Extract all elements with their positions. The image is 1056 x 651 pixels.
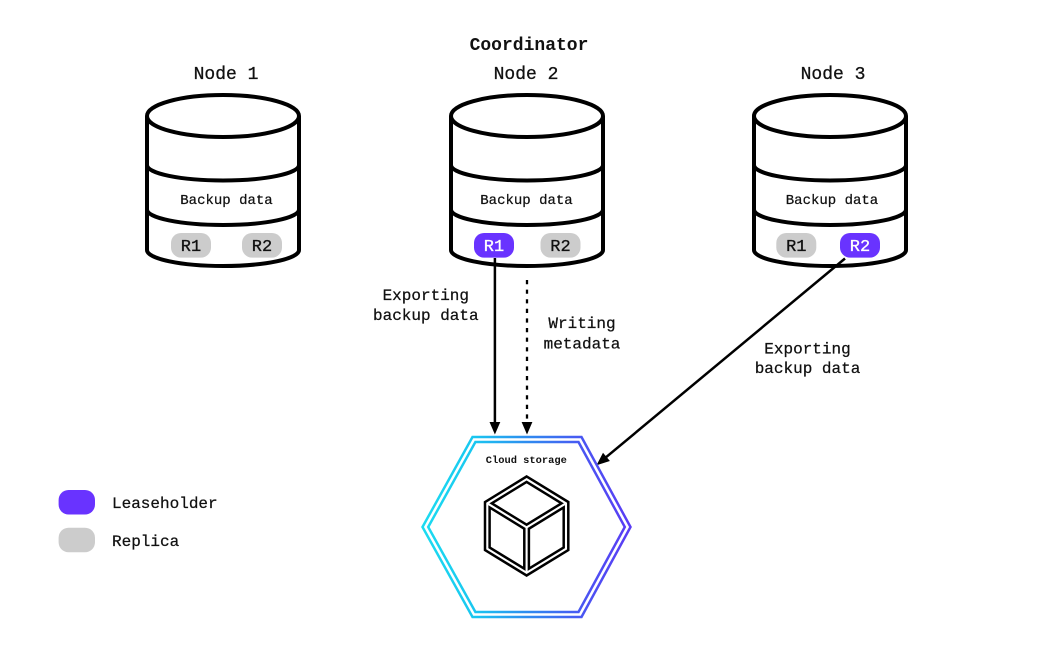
svg-text:Node 2: Node 2 [494, 65, 559, 85]
svg-text:metadata: metadata [544, 336, 621, 354]
svg-text:R1: R1 [786, 238, 806, 257]
svg-text:Coordinator: Coordinator [470, 36, 589, 56]
svg-text:Writing: Writing [548, 315, 615, 333]
svg-text:Backup data: Backup data [480, 193, 572, 209]
svg-text:R2: R2 [850, 238, 870, 257]
svg-text:R2: R2 [550, 238, 570, 257]
svg-text:Exporting: Exporting [764, 341, 850, 359]
svg-text:backup data: backup data [755, 360, 861, 378]
svg-text:Exporting: Exporting [383, 287, 469, 305]
svg-text:Backup data: Backup data [786, 193, 878, 209]
svg-text:R1: R1 [484, 238, 504, 257]
svg-text:R2: R2 [252, 238, 272, 257]
svg-text:Leaseholder: Leaseholder [112, 495, 218, 513]
svg-text:R1: R1 [181, 238, 201, 257]
svg-text:Replica: Replica [112, 533, 180, 551]
svg-text:Backup data: Backup data [180, 193, 272, 209]
svg-text:Node 3: Node 3 [801, 65, 866, 85]
svg-text:Node 1: Node 1 [194, 65, 259, 85]
svg-text:backup data: backup data [373, 307, 479, 325]
svg-text:Cloud storage: Cloud storage [486, 455, 567, 467]
